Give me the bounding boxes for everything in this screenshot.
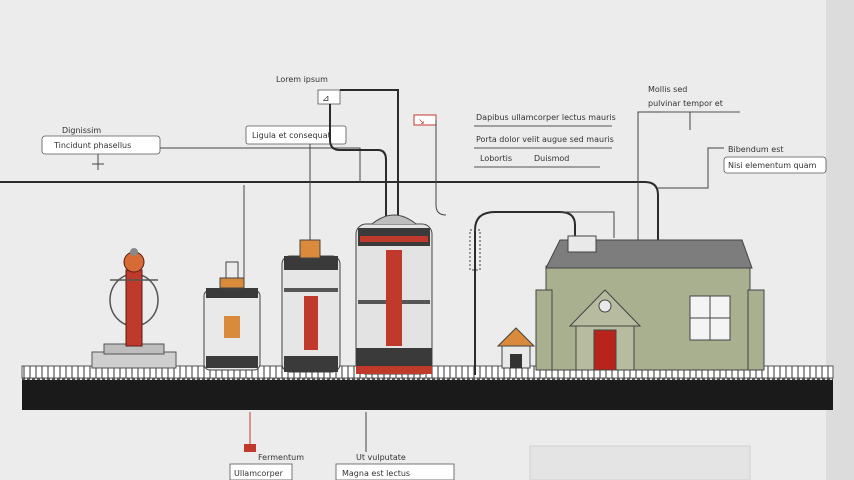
cylinder-small-crown — [219, 277, 245, 289]
house-vent — [567, 235, 597, 253]
label-box-far-right — [723, 156, 827, 174]
label-right-3b: Duismod — [534, 154, 569, 163]
cylinder-medium-crown — [299, 239, 321, 259]
cylinder-large-base — [356, 348, 432, 366]
house-door — [593, 329, 617, 371]
connector-house-top — [637, 111, 662, 240]
pipe-top-center — [340, 89, 399, 240]
connector-far-right — [658, 147, 724, 189]
label-group-second: Ligula et consequat — [243, 125, 347, 290]
cylinder-large-band — [360, 236, 428, 242]
house-round-window — [598, 299, 612, 313]
label-box-left — [41, 135, 161, 155]
label-right-3a: Lobortis — [480, 154, 512, 163]
bottom-right-panel — [529, 445, 751, 480]
gauge-icon: ⊿ — [322, 94, 330, 104]
label-far-right-1: Bibendum est — [728, 145, 784, 154]
main-pipe — [0, 181, 659, 375]
cylinder-small-base — [206, 356, 258, 368]
pipe-arc-house — [474, 211, 576, 375]
stand-core — [125, 269, 143, 347]
cylinder-large-foot — [356, 366, 432, 374]
label-house-top-1: Mollis sed — [648, 85, 687, 94]
label-group-left: Dignissim Tincidunt phasellus — [41, 126, 361, 182]
cylinder-small-core — [224, 316, 240, 338]
label-second: Ligula et consequat — [252, 131, 331, 140]
device-ornate-stand — [91, 248, 177, 369]
bottom-left-marker — [244, 444, 256, 452]
device-cylinder-large — [355, 214, 433, 375]
cylinder-large-dome — [371, 214, 417, 225]
label-left-bottom: Tincidunt phasellus — [53, 141, 131, 150]
label-left-top: Dignissim — [62, 126, 101, 135]
label-group-top-center: Lorem ipsum ⊿ — [276, 75, 399, 240]
house-side-left — [535, 289, 553, 371]
label-box-bottom-center — [335, 463, 455, 480]
connector-house-vent — [560, 211, 615, 238]
label-group-house-top: Mollis sed pulvinar tempor et — [637, 85, 740, 240]
label-far-right-2: Nisi elementum quam — [728, 161, 817, 170]
cylinder-large-core — [386, 250, 402, 346]
cylinder-small-neck — [225, 261, 239, 291]
label-right-1: Dapibus ullamcorper lectus mauris — [476, 113, 616, 122]
cylinder-small-cap — [206, 288, 258, 298]
label-box-bottom-left — [229, 463, 293, 480]
stand-finial — [130, 248, 138, 256]
cylinder-medium-base — [284, 356, 338, 372]
house-roof — [545, 239, 753, 269]
pipe-top-center-2 — [329, 104, 387, 230]
doghouse-door — [510, 354, 522, 368]
label-box-second — [245, 125, 347, 145]
label-bottom-left-1: Fermentum — [258, 453, 304, 462]
red-arrow-icon: ↘ — [418, 117, 425, 126]
label-bottom-left-2: Ullamcorper — [234, 469, 284, 478]
house-side-right — [747, 289, 765, 371]
cylinder-medium-ring — [284, 288, 338, 292]
doghouse — [496, 327, 536, 369]
label-bottom-center-2: Magna est lectus — [342, 469, 410, 478]
device-cylinder-medium — [281, 239, 341, 373]
connector-red — [435, 120, 447, 216]
label-bottom-center-1: Ut vulputate — [356, 453, 406, 462]
label-group-bottom: Fermentum Ullamcorper Ut vulputate Magna… — [229, 412, 751, 480]
label-top-center: Lorem ipsum — [276, 75, 328, 84]
cylinder-medium-cap — [284, 256, 338, 270]
ground-strip — [22, 380, 833, 410]
connector-left — [160, 147, 361, 182]
house — [535, 235, 765, 371]
device-cylinder-small — [203, 261, 261, 371]
cylinder-medium-core — [304, 296, 318, 350]
label-group-far-right: Bibendum est Nisi elementum quam — [658, 145, 827, 189]
pipe-coupler — [469, 229, 481, 271]
label-house-top-2: pulvinar tempor et — [648, 99, 723, 108]
label-group-right: ↘ Dapibus ullamcorper lectus mauris Port… — [413, 113, 616, 216]
label-right-2: Porta dolor velit augue sed mauris — [476, 135, 614, 144]
